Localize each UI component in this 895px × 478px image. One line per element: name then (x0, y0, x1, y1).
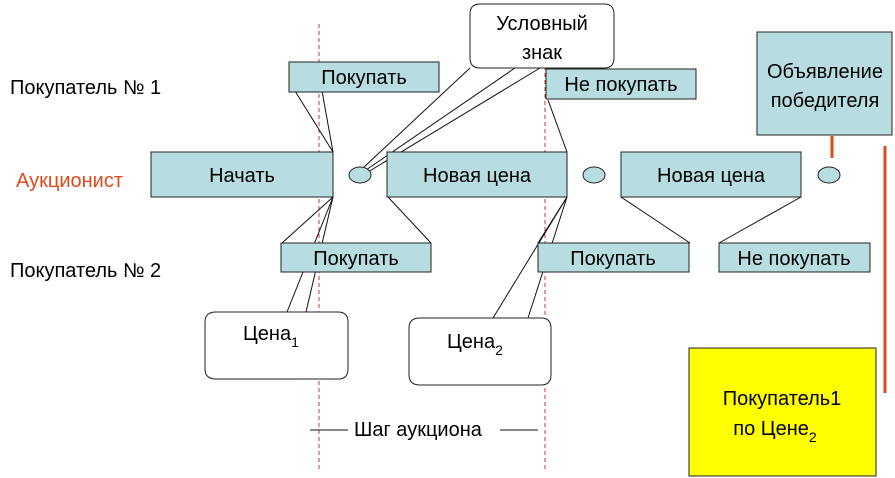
result-text-line1: Покупатель1 (723, 388, 842, 410)
step-label: Шаг аукциона (354, 419, 483, 441)
buy-box-buyer2-2-label: Покупать (570, 248, 656, 270)
buy-box-buyer2-1-label: Покупать (313, 248, 399, 270)
new-price-box-1-label: Новая цена (423, 165, 532, 187)
no-buy-box-buyer1 (545, 68, 697, 100)
buy-box-buyer2-2 (537, 242, 690, 273)
legend-text-line1: Условный (496, 13, 588, 35)
start-box (150, 151, 334, 198)
buy-box-buyer1-label: Покупать (321, 67, 407, 89)
new-price-box-2 (620, 151, 802, 198)
winner-text-line1: Объявление (767, 61, 883, 83)
price1-callout (204, 311, 349, 380)
buy-box-buyer2-1 (280, 242, 432, 273)
buy-box-buyer1 (288, 61, 440, 93)
result-line2-subscript: 2 (809, 429, 817, 445)
winner-text-line2: победителя (771, 90, 880, 112)
price2-base: Цена (447, 331, 496, 353)
state-circle-2 (582, 166, 606, 184)
row-label-buyer2: Покупатель № 2 (10, 260, 161, 282)
price1-text: Цена1 (243, 323, 299, 350)
price2-callout (408, 317, 552, 386)
price2-text: Цена2 (447, 331, 503, 358)
result-line2-base: по Цене (733, 418, 809, 440)
result-text-line2: по Цене2 (733, 418, 817, 445)
legend-text-line2: знак (522, 42, 562, 64)
result-box (688, 347, 877, 477)
new-price-box-1 (386, 151, 568, 198)
price1-base: Цена (243, 323, 292, 345)
winner-announcement-box (756, 31, 893, 136)
no-buy-box-buyer2-label: Не покупать (737, 248, 850, 270)
price2-subscript: 2 (495, 342, 503, 358)
state-circle-1 (348, 166, 372, 184)
state-circle-3 (817, 166, 841, 184)
start-box-label: Начать (209, 165, 275, 187)
price1-subscript: 1 (291, 334, 299, 350)
no-buy-box-buyer2 (718, 242, 871, 273)
row-label-buyer1: Покупатель № 1 (10, 77, 161, 99)
new-price-box-2-label: Новая цена (657, 165, 766, 187)
no-buy-box-buyer1-label: Не покупать (564, 74, 677, 96)
row-label-auctioneer: Аукционист (16, 170, 123, 192)
legend-callout (469, 3, 615, 69)
connectors (281, 67, 802, 319)
